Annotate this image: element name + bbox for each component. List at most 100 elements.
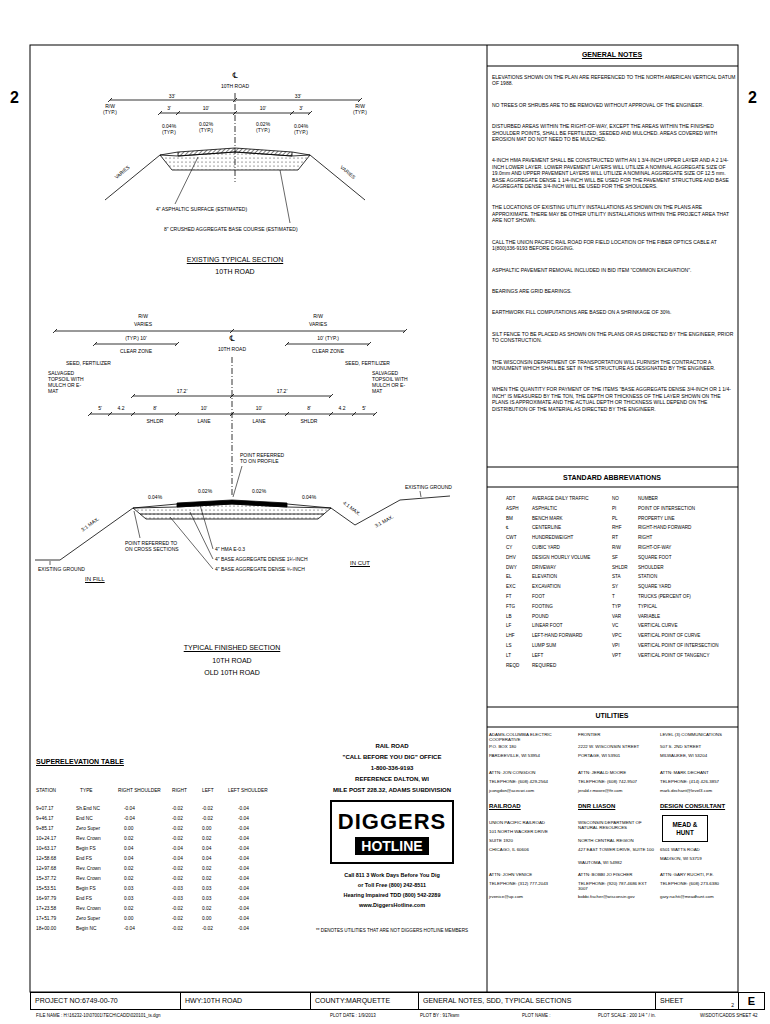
table-cell: -0.02	[172, 906, 183, 912]
table-cell: EXC	[506, 584, 515, 590]
table-cell: Begin FS	[76, 886, 96, 892]
slope-label: 0.02%	[252, 488, 266, 494]
contact-text: ADAMS-COLUMBIA ELECTRIC COOPERATIVE	[489, 732, 575, 743]
table-cell: -0.04	[238, 906, 249, 912]
table-cell: DESIGN HOURLY VOLUME	[532, 555, 590, 561]
table-cell: 0.03	[124, 896, 133, 902]
contact-text: jerald.r.moore@ftr.com	[578, 788, 658, 793]
table-cell: 12+97.68	[36, 866, 56, 872]
table-cell: -0.04	[238, 926, 249, 932]
plot-info: PLOT SCALE : 200 1/4 " / in.	[598, 1013, 656, 1018]
section-title: TYPICAL FINISHED SECTION	[184, 644, 281, 652]
dimension-label: LANE	[197, 418, 210, 424]
finished-section-drawing-part	[88, 412, 377, 416]
table-cell: 9+07.17	[36, 806, 53, 812]
road-name: 10TH ROAD	[218, 346, 246, 352]
finished-section-drawing-part	[133, 504, 331, 519]
contact-text: ATTN: BOBBI JO FISCHER	[578, 872, 656, 877]
table-cell: 12+58.68	[36, 856, 56, 862]
title-text: COUNTY:MARQUETTE	[315, 997, 390, 1005]
table-cell: 0.00	[202, 916, 211, 922]
general-note: BEARINGS ARE GRID BEARINGS.	[492, 288, 736, 294]
table-cell: Begin NC	[76, 926, 97, 932]
callout-text: IN FILL	[85, 576, 105, 583]
callout-text: SALVAGED TOPSOIL WITH MULCH OR E-MAT	[48, 370, 88, 394]
notice-text: RAIL ROAD	[375, 743, 408, 750]
table-cell: SHOULDER	[638, 565, 664, 571]
slope-label: 0.04%	[148, 494, 162, 500]
contact-text: TELEPHONE: (608) 429-2564	[489, 779, 575, 784]
finished-section-drawing-part	[53, 329, 407, 333]
contact-text: NORTH CENTRAL REGION	[578, 838, 656, 843]
title-cell: SHEET2	[655, 992, 739, 1010]
table-cell: -0.02	[172, 916, 183, 922]
table-cell: PI	[612, 506, 616, 512]
table-cell: -0.02	[202, 816, 213, 822]
table-cell: -0.04	[238, 916, 249, 922]
notice-text: ** DENOTES UTILITIES THAT ARE NOT DIGGER…	[316, 928, 468, 934]
table-cell: 0.04	[202, 856, 211, 862]
contact-text: WAUTOMA, WI 54982	[578, 860, 656, 865]
callout-text: POINT REFERRED TO ON CROSS SECTIONS	[125, 540, 180, 552]
general-note: WHEN THE QUANTITY FOR PAYMENT OF THE ITE…	[492, 386, 736, 412]
table-cell: 0.02	[124, 906, 133, 912]
table-cell: -0.02	[172, 816, 183, 822]
table-cell: 10+24.17	[36, 836, 56, 842]
table-cell: 0.00	[202, 826, 211, 832]
plot-info: FILE NAME : H:\16232-10\07001\TECH\CADD\…	[36, 1013, 161, 1018]
table-cell: 0.04	[202, 846, 211, 852]
table-cell: End FS	[76, 896, 92, 902]
notice-text: Call 811 3 Work Days Before You Dig	[344, 872, 440, 879]
sheet-frame-part	[487, 707, 738, 708]
title-text: E	[748, 995, 755, 1008]
table-cell: 17+51.79	[36, 916, 56, 922]
callout-text: SEED, FERTILIZER	[345, 360, 390, 366]
plot-info: PLOT DATE : 1/9/2013	[330, 1013, 376, 1018]
table-cell: 0.02	[202, 876, 211, 882]
slope-label: 0.04% (TYP.)	[290, 123, 312, 135]
table-cell: ℄	[506, 525, 509, 531]
table-cell: PROPERTY LINE	[638, 516, 675, 522]
dimension-label: 8'	[153, 405, 157, 411]
table-cell: -0.04	[124, 806, 135, 812]
logo-box: MEAD & HUNT	[662, 815, 708, 842]
dimension-label: 10'	[256, 405, 263, 411]
table-cell: EXCAVATION	[532, 584, 561, 590]
contact-text: ATTN: GARY RUCHTI, P.E.	[660, 872, 736, 877]
table-cell: -0.04	[238, 806, 249, 812]
table-cell: BENCH MARK	[532, 516, 563, 522]
slope-label: VARIES	[339, 164, 357, 180]
table-cell: VPT	[612, 653, 621, 659]
table-cell: SQUARE FOOT	[638, 555, 671, 561]
panel-heading: STANDARD ABBREVIATIONS	[563, 474, 661, 482]
table-header: TYPE	[80, 788, 93, 794]
table-cell: 0.02	[202, 866, 211, 872]
dimension-label: R/W	[138, 313, 148, 319]
dimension-label: 3'	[167, 105, 171, 111]
panel-heading: GENERAL NOTES	[582, 51, 642, 59]
general-note: DISTURBED AREAS WITHIN THE RIGHT-OF-WAY,…	[492, 123, 736, 142]
existing-section-drawing-part	[292, 152, 310, 155]
contact-text: 427 EAST TOWER DRIVE, SUITE 100	[578, 847, 656, 852]
callout-text: SEED, FERTILIZER	[66, 360, 111, 366]
general-note: EARTHWORK FILL COMPUTATIONS ARE BASED ON…	[492, 309, 736, 315]
sheet-frame-part	[30, 45, 738, 992]
dimension-label: 4.2	[118, 405, 125, 411]
callout-text: IN CUT	[350, 560, 370, 567]
logo-box: DIGGERSHOTLINE	[330, 800, 454, 864]
road-name: 10TH ROAD	[221, 83, 249, 89]
section-title: EXISTING TYPICAL SECTION	[187, 256, 283, 264]
table-cell: DHV	[506, 555, 516, 561]
panel-heading: RAILROAD	[489, 803, 521, 810]
contact-text: 101 NORTH WACKER DRIVE	[489, 829, 575, 834]
table-header: RIGHT SHOULDER	[118, 788, 161, 794]
table-cell: NO	[612, 496, 619, 502]
contact-text: 507 S. 2ND STREET	[660, 744, 736, 749]
table-cell: -0.02	[202, 926, 213, 932]
sheet-frame-part	[487, 467, 738, 468]
finished-section-drawing-part	[60, 508, 133, 560]
general-note: CALL THE UNION PACIFIC RAIL ROAD FOR FIE…	[492, 239, 736, 252]
contact-text: TELEPHONE: (608) 742-9507	[578, 779, 658, 784]
slope-label: VARIES	[113, 164, 131, 180]
dimension-label: VARIES	[309, 321, 327, 327]
